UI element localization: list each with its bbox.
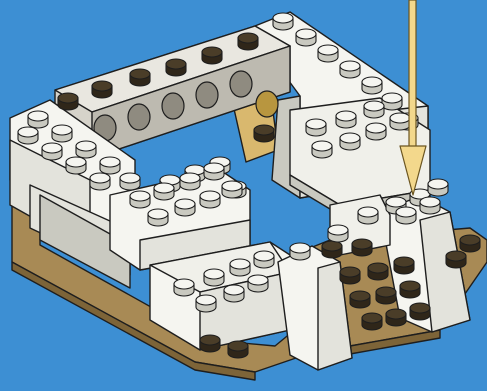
white-stud — [290, 243, 310, 260]
white-stud — [174, 279, 194, 296]
white-stud — [175, 199, 195, 216]
white-stud — [76, 141, 96, 158]
white-stud — [200, 191, 220, 208]
white-stud — [224, 285, 244, 302]
white-stud — [222, 181, 242, 198]
white-stud — [254, 251, 274, 268]
white-stud — [180, 173, 200, 190]
dark-stud — [410, 303, 430, 320]
white-stud — [420, 197, 440, 214]
white-stud — [66, 157, 86, 174]
white-stud — [18, 127, 38, 144]
white-stud — [148, 209, 168, 226]
white-stud — [120, 173, 140, 190]
white-stud — [90, 173, 110, 190]
white-stud — [196, 295, 216, 312]
dark-stud — [130, 69, 150, 86]
white-stud — [100, 157, 120, 174]
dark-stud — [400, 281, 420, 298]
white-stud — [28, 111, 48, 128]
white-stud — [428, 179, 448, 196]
dark-stud — [352, 239, 372, 256]
dark-stud — [446, 251, 466, 268]
dark-stud — [350, 291, 370, 308]
dark-stud — [254, 125, 274, 142]
dark-stud — [340, 267, 360, 284]
dark-stud — [376, 287, 396, 304]
dark-stud — [362, 313, 382, 330]
white-stud — [154, 183, 174, 200]
white-stud — [364, 101, 384, 118]
white-stud — [52, 125, 72, 142]
white-stud — [204, 163, 224, 180]
white-stud — [306, 119, 326, 136]
dark-stud — [368, 263, 388, 280]
white-stud — [340, 61, 360, 78]
dark-stud — [386, 309, 406, 326]
white-stud — [230, 259, 250, 276]
dark-stud — [200, 335, 220, 352]
white-stud — [396, 207, 416, 224]
dark-stud — [394, 257, 414, 274]
white-stud — [296, 29, 316, 46]
white-stud — [318, 45, 338, 62]
white-stud — [390, 113, 410, 130]
white-stud — [336, 111, 356, 128]
dark-stud — [166, 59, 186, 76]
dark-stud — [238, 33, 258, 50]
white-stud — [382, 93, 402, 110]
white-stud — [358, 207, 378, 224]
dark-stud — [322, 241, 342, 258]
white-stud — [362, 77, 382, 94]
white-stud — [248, 275, 268, 292]
dark-stud — [58, 93, 78, 110]
white-stud — [340, 133, 360, 150]
white-stud — [328, 225, 348, 242]
white-stud — [42, 143, 62, 160]
dark-stud — [202, 47, 222, 64]
dark-stud — [460, 235, 480, 252]
white-stud — [204, 269, 224, 286]
white-stud — [130, 191, 150, 208]
white-stud — [273, 13, 293, 30]
white-stud — [312, 141, 332, 158]
dark-stud — [92, 81, 112, 98]
dark-stud — [228, 341, 248, 358]
white-stud — [366, 123, 386, 140]
